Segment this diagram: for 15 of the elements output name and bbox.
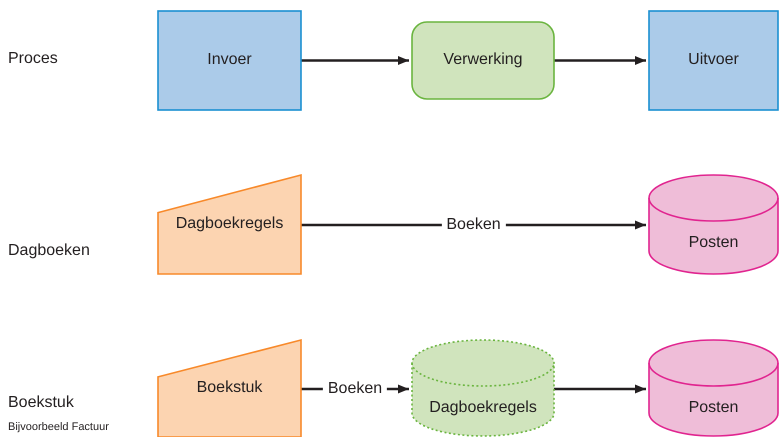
row-label: Proces — [8, 50, 58, 68]
row-label: Dagboeken — [8, 242, 90, 260]
arrow — [301, 56, 409, 65]
node-label: Boekstuk — [196, 378, 264, 396]
node-label: Dagboekregels — [174, 214, 284, 232]
row-note: Bijvoorbeeld Factuur — [8, 421, 109, 433]
node-label: Posten — [688, 234, 740, 252]
node-label: Dagboekregels — [428, 399, 538, 418]
arrow — [554, 384, 646, 394]
arrow — [554, 56, 646, 65]
node-label: Invoer — [206, 50, 253, 68]
node-label: Verwerking — [442, 50, 524, 68]
node-label: Uitvoer — [687, 50, 740, 68]
row-label: Boekstuk — [8, 394, 74, 412]
node-label: Posten — [688, 399, 740, 418]
